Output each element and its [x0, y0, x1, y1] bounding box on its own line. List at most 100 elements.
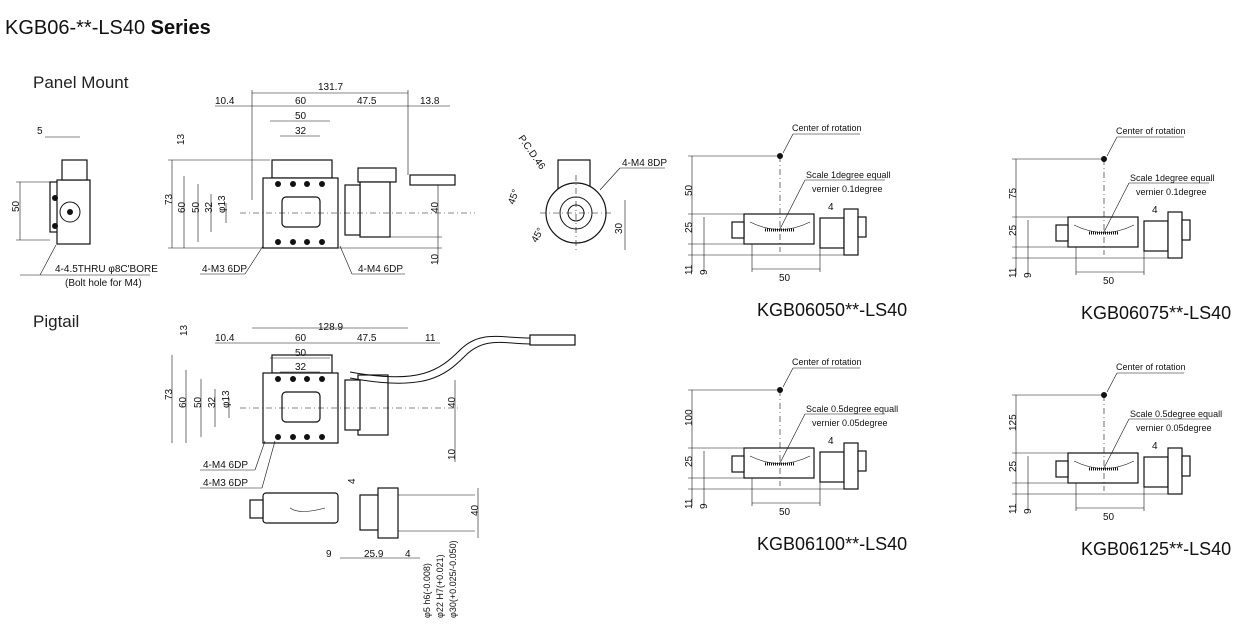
dim-30: 30	[614, 222, 625, 234]
dim-v-60: 60	[178, 396, 189, 408]
dim-11: 11	[1008, 267, 1019, 278]
note-m4: 4-M4 6DP	[358, 264, 403, 275]
dim-25: 25	[684, 455, 695, 467]
panel-mount-top-view: 131.7 10.4 60 47.5 13.8 50 32 13 73 60 5…	[164, 82, 475, 275]
note-m3: 4-M3 6DP	[202, 264, 247, 275]
dim-v-phi13: φ13	[217, 195, 228, 213]
scale-note: Scale 0.5degree equall	[806, 404, 898, 414]
pcd-label: P.C.D.46	[516, 133, 548, 172]
dim-v-10: 10	[447, 448, 458, 460]
dim-25: 25	[1008, 460, 1019, 472]
center-of-rotation-label: Center of rotation	[792, 357, 862, 367]
dim-height: 125	[1008, 414, 1019, 431]
dim-v-4: 4	[347, 478, 358, 484]
dim-50: 50	[779, 507, 791, 518]
dim-10-4: 10.4	[215, 96, 235, 107]
dim-height: 50	[684, 184, 695, 196]
model-label: KGB06075**-LS40	[1081, 303, 1231, 323]
center-of-rotation-label: Center of rotation	[792, 123, 862, 133]
dim-v-32: 32	[207, 396, 218, 408]
dim-10-4: 10.4	[215, 333, 235, 344]
vernier-note: vernier 0.1degree	[1136, 187, 1207, 197]
note-m3: 4-M3 6DP	[203, 478, 248, 489]
dim-11: 11	[1008, 503, 1019, 514]
end-view-note: 4-M4 8DP	[622, 158, 667, 169]
dim-9: 9	[699, 503, 710, 509]
dim-v-phi13: φ13	[221, 390, 232, 408]
dim-4: 4	[828, 436, 834, 447]
dim-13-8: 13.8	[420, 96, 440, 107]
vernier-note: vernier 0.05degree	[1136, 423, 1212, 433]
dim-9: 9	[1023, 272, 1034, 278]
title-suffix: Series	[150, 17, 211, 39]
bolt-hole-note: 4-4.5THRU φ8C'BORE	[55, 264, 158, 275]
dim-47-5: 47.5	[357, 333, 377, 344]
dim-4: 4	[828, 202, 834, 213]
model-view-3: Center of rotation 100 Scale 0.5degree e…	[684, 357, 907, 554]
vernier-note: vernier 0.05degree	[812, 418, 888, 428]
scale-note: Scale 1degree equall	[806, 170, 891, 180]
dim-128-9: 128.9	[318, 322, 343, 333]
dim-v-13: 13	[176, 133, 187, 145]
dim-50: 50	[11, 200, 22, 212]
section-pigtail: Pigtail	[33, 312, 80, 331]
angle-1: 45°	[506, 188, 522, 206]
dim-25-9: 25.9	[364, 549, 384, 560]
dim-32: 32	[295, 362, 307, 373]
bolt-hole-subnote: (Bolt hole for M4)	[65, 278, 142, 289]
dim-4: 4	[405, 549, 411, 560]
model-label: KGB06125**-LS40	[1081, 539, 1231, 559]
center-of-rotation-label: Center of rotation	[1116, 126, 1186, 136]
dim-v-40: 40	[447, 396, 458, 408]
dim-50: 50	[1103, 276, 1115, 287]
dim-25: 25	[684, 221, 695, 233]
dim-32: 32	[295, 126, 307, 137]
dim-11: 11	[684, 264, 695, 275]
dim-47-5: 47.5	[357, 96, 377, 107]
scale-note: Scale 0.5degree equall	[1130, 409, 1222, 419]
model-label: KGB06050**-LS40	[757, 300, 907, 320]
dim-11: 11	[425, 333, 436, 344]
scale-note: Scale 1degree equall	[1130, 173, 1215, 183]
phi5-tolerance: φ5 h6(-0.008)	[422, 563, 432, 618]
dim-25: 25	[1008, 224, 1019, 236]
model-view-1: Center of rotation 50 Scale 1degree equa…	[684, 123, 907, 320]
angle-2: 45°	[530, 226, 547, 245]
pigtail-top-view: 128.9 10.4 60 47.5 11 50 32 13 73 60 50 …	[164, 322, 576, 489]
phi22-tolerance: φ22 H7(+0.021)	[435, 554, 445, 618]
dim-v-73: 73	[164, 193, 175, 205]
panel-mount-side-view: 5 50 4-4.5THRU φ8C'BORE (Bolt hole for M…	[11, 126, 158, 289]
model-view-4: Center of rotation 125 Scale 0.5degree e…	[1008, 362, 1231, 559]
model-label: KGB06100**-LS40	[757, 534, 907, 554]
end-view: P.C.D.46 4-M4 8DP 45° 45° 30	[506, 133, 667, 250]
dim-9: 9	[1023, 508, 1034, 514]
dim-11: 11	[684, 498, 695, 509]
dim-50: 50	[779, 273, 791, 284]
dim-5: 5	[37, 126, 43, 137]
dim-v-10: 10	[430, 253, 441, 265]
model-view-2: Center of rotation 75 Scale 1degree equa…	[1008, 126, 1231, 323]
dim-v-13: 13	[179, 324, 190, 336]
dim-50: 50	[295, 111, 307, 122]
dim-9: 9	[326, 549, 332, 560]
dim-height: 75	[1008, 187, 1019, 199]
section-panel-mount: Panel Mount	[33, 73, 129, 92]
title-model: KGB06-**-LS40	[5, 17, 146, 39]
dim-v-50: 50	[193, 396, 204, 408]
dim-4: 4	[1152, 205, 1158, 216]
dim-v-40: 40	[430, 201, 441, 213]
dim-height: 100	[684, 409, 695, 426]
dim-60: 60	[295, 96, 307, 107]
dim-50: 50	[1103, 512, 1115, 523]
dim-v-73: 73	[164, 388, 175, 400]
dim-v-60: 60	[177, 201, 188, 213]
pigtail-front-view: 4 40 9 25.9 4 φ5 h6(-0.008) φ22 H7(+0.02…	[249, 478, 481, 618]
dim-v-50: 50	[191, 201, 202, 213]
dim-50: 50	[295, 348, 307, 359]
dim-4: 4	[1152, 441, 1158, 452]
dim-9: 9	[699, 269, 710, 275]
center-of-rotation-label: Center of rotation	[1116, 362, 1186, 372]
dim-v-32: 32	[204, 201, 215, 213]
note-m4: 4-M4 6DP	[203, 460, 248, 471]
